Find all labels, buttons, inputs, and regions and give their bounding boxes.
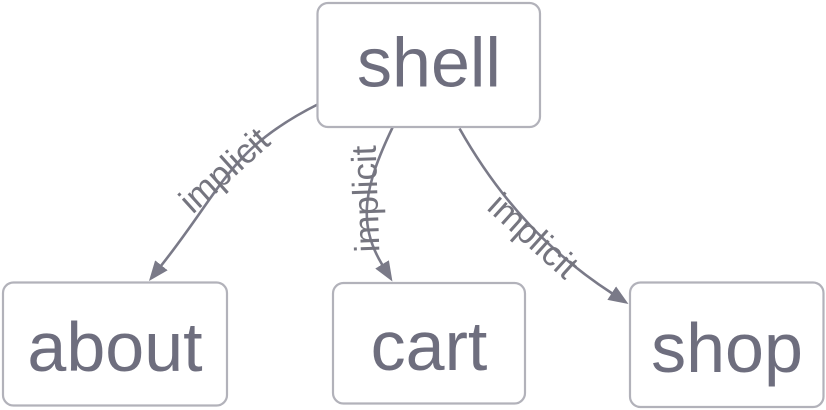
node-label-cart: cart [371,307,488,385]
edge-label-shell-shop: implicit [480,186,586,287]
graph-edge-shell-cart: implicit [345,127,394,282]
graph-node-about[interactable]: about [1,281,229,407]
edge-line-shell-about [148,102,320,281]
graph-node-cart[interactable]: cart [331,281,527,405]
graph-edge-shell-about: implicit [148,102,320,281]
node-label-shop: shop [651,309,803,387]
node-box-shell[interactable] [316,1,542,129]
node-box-shop[interactable] [628,281,825,409]
graph-node-shop[interactable]: shop [628,281,825,409]
graph-edge-shell-shop: implicit [458,127,629,305]
edge-label-shell-cart: implicit [345,145,388,254]
edge-line-shell-cart [365,127,394,282]
edge-label-shell-about: implicit [172,120,278,221]
node-box-cart[interactable] [331,281,527,405]
graph-node-shell[interactable]: shell [316,1,542,129]
node-label-shell: shell [357,24,501,102]
node-label-about: about [27,308,202,386]
node-box-about[interactable] [1,281,229,407]
edge-line-shell-shop [458,127,629,305]
